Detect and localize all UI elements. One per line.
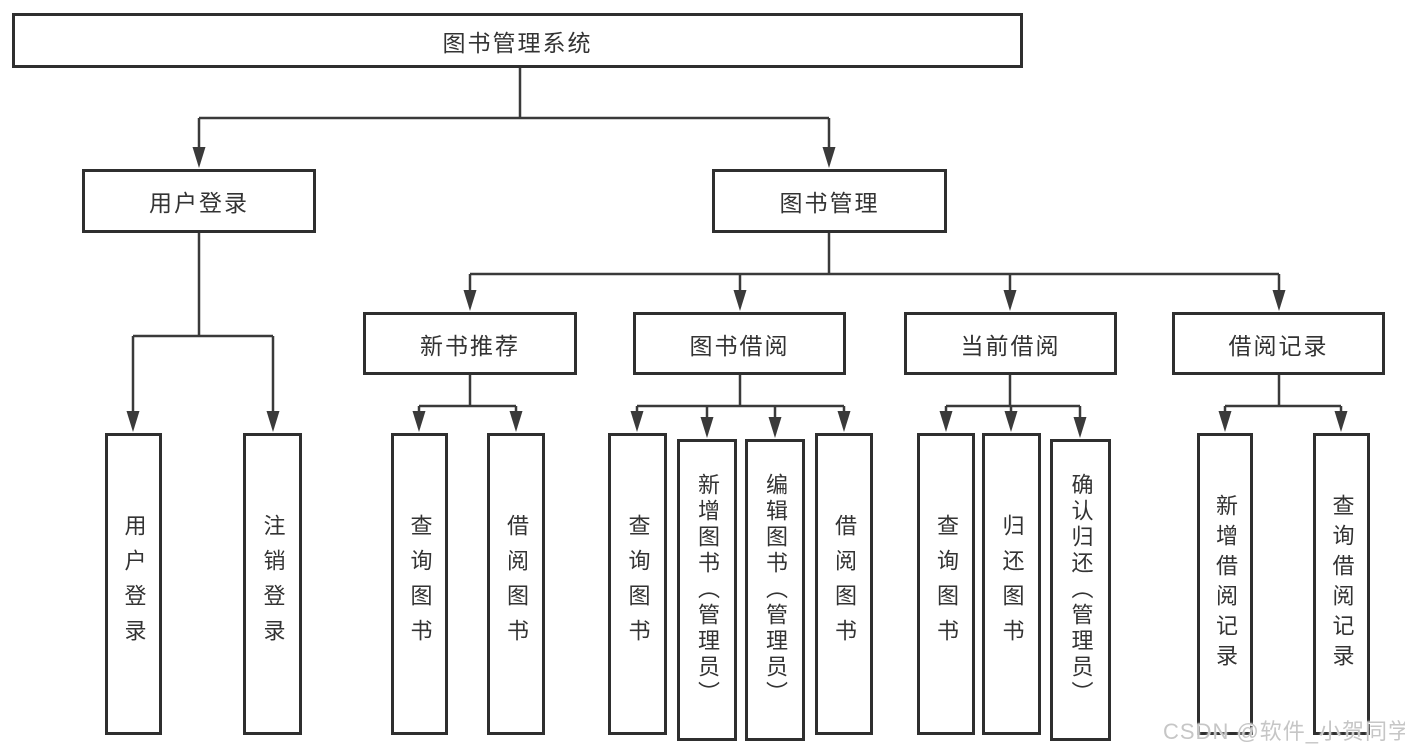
node-label: 编辑图书（管理员） bbox=[763, 473, 788, 707]
node-root: 图书管理系统 bbox=[12, 13, 1023, 68]
arrowhead-icon bbox=[1073, 417, 1087, 438]
node-recommend-borrow-books: 借阅图书 bbox=[487, 433, 545, 735]
node-label: 新书推荐 bbox=[420, 332, 520, 359]
arrow-shafts bbox=[131, 118, 1343, 422]
node-new-book-recommend: 新书推荐 bbox=[363, 312, 577, 375]
node-label: 用户登录 bbox=[121, 514, 147, 654]
arrowhead-icon bbox=[733, 290, 747, 311]
arrowhead-icon bbox=[939, 411, 953, 432]
arrowhead-icon bbox=[837, 411, 851, 432]
arrowhead-icon bbox=[509, 411, 523, 432]
node-label: 归还图书 bbox=[999, 514, 1025, 654]
node-records-add-record: 新增借阅记录 bbox=[1197, 433, 1253, 735]
node-book-borrow: 图书借阅 bbox=[633, 312, 846, 375]
arrowhead-icon bbox=[700, 417, 714, 438]
arrowhead-icon bbox=[412, 411, 426, 432]
arrowhead-icon bbox=[266, 411, 280, 432]
node-logout: 注销登录 bbox=[243, 433, 302, 735]
node-label: 注销登录 bbox=[260, 514, 286, 654]
node-label: 借阅记录 bbox=[1228, 332, 1329, 359]
node-current-return-books: 归还图书 bbox=[982, 433, 1041, 735]
arrowhead-icon bbox=[630, 411, 644, 432]
node-label: 确认归还（管理员） bbox=[1068, 473, 1094, 707]
node-current-query-books: 查询图书 bbox=[917, 433, 975, 735]
node-label: 借阅图书 bbox=[504, 514, 529, 654]
arrowhead-icon bbox=[1004, 411, 1018, 432]
arrowhead-icon bbox=[768, 417, 782, 438]
arrowhead-icon bbox=[822, 147, 836, 168]
node-borrow-query-books: 查询图书 bbox=[608, 433, 667, 735]
node-user-login: 用户登录 bbox=[82, 169, 316, 233]
node-label: 查询图书 bbox=[625, 514, 651, 654]
node-recommend-query-books: 查询图书 bbox=[391, 433, 448, 735]
node-current-borrow: 当前借阅 bbox=[904, 312, 1117, 375]
node-label: 当前借阅 bbox=[960, 332, 1061, 359]
arrowhead-icon bbox=[1272, 290, 1286, 311]
arrowhead-icon bbox=[463, 290, 477, 311]
node-label: 图书管理 bbox=[779, 190, 880, 216]
node-label: 新增图书（管理员） bbox=[695, 473, 720, 707]
node-book-management: 图书管理 bbox=[712, 169, 947, 233]
node-label: 查询图书 bbox=[934, 514, 959, 654]
node-label: 图书管理系统 bbox=[442, 29, 593, 56]
node-borrow-borrow-books: 借阅图书 bbox=[815, 433, 873, 735]
node-label: 用户登录 bbox=[149, 190, 249, 216]
arrowhead-icon bbox=[1218, 411, 1232, 432]
csdn-watermark: CSDN @软件_小贺同学 bbox=[1163, 719, 1405, 744]
node-label: 借阅图书 bbox=[832, 514, 857, 654]
node-label: 查询借阅记录 bbox=[1329, 494, 1355, 674]
node-user-login-leaf: 用户登录 bbox=[105, 433, 162, 735]
node-borrow-edit-books-admin: 编辑图书（管理员） bbox=[745, 439, 805, 741]
arrowhead-icon bbox=[126, 411, 140, 432]
node-current-confirm-return-admin: 确认归还（管理员） bbox=[1050, 439, 1111, 741]
arrowhead-icon bbox=[1003, 290, 1017, 311]
connector-rails bbox=[133, 68, 1341, 408]
node-label: 查询图书 bbox=[407, 514, 433, 654]
node-label: 新增借阅记录 bbox=[1213, 494, 1238, 674]
node-label: 图书借阅 bbox=[689, 332, 790, 359]
arrowhead-icon bbox=[192, 147, 206, 168]
arrowhead-icon bbox=[1334, 411, 1348, 432]
node-borrow-add-books-admin: 新增图书（管理员） bbox=[677, 439, 737, 741]
node-borrow-records: 借阅记录 bbox=[1172, 312, 1385, 375]
node-records-query-record: 查询借阅记录 bbox=[1313, 433, 1370, 735]
